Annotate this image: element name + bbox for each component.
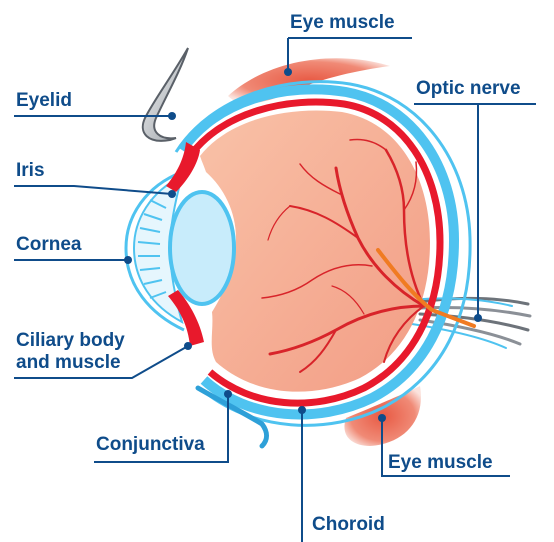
label-eye-muscle-top: Eye muscle	[290, 12, 395, 34]
label-eye-muscle-bottom: Eye muscle	[388, 452, 493, 474]
lens	[170, 192, 234, 304]
label-conjunctiva: Conjunctiva	[96, 434, 205, 456]
label-cornea: Cornea	[16, 234, 81, 256]
label-eyelid: Eyelid	[16, 90, 72, 112]
label-optic-nerve: Optic nerve	[416, 78, 521, 100]
eyelid-shape	[143, 48, 188, 141]
label-ciliary-line1: Ciliary body	[16, 330, 125, 352]
label-ciliary-body: Ciliary body and muscle	[16, 330, 125, 374]
label-choroid: Choroid	[312, 514, 385, 536]
label-iris: Iris	[16, 160, 45, 182]
label-ciliary-line2: and muscle	[16, 352, 125, 374]
